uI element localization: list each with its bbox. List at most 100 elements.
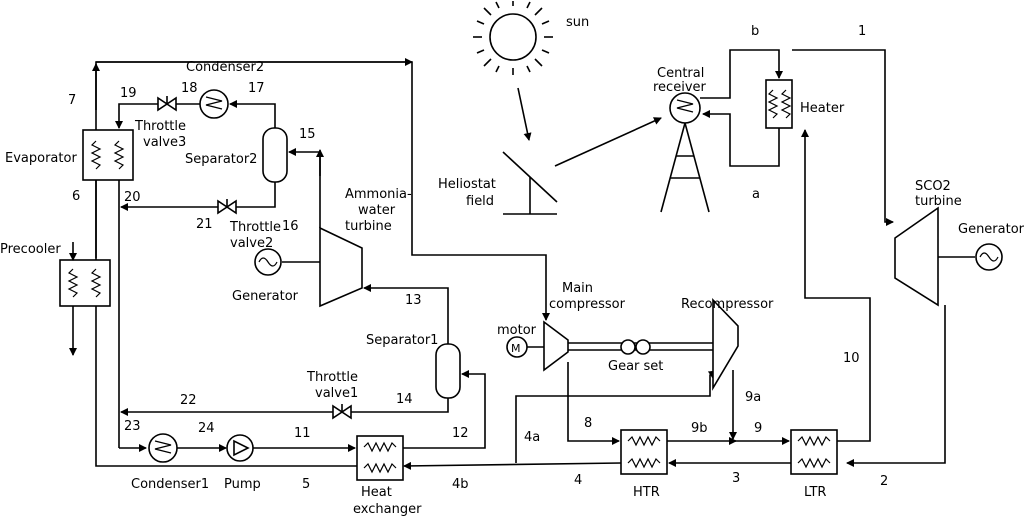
flow-8 (567, 362, 620, 445)
gear-set-label: Gear set (608, 359, 663, 374)
sco2-turbine (894, 206, 939, 307)
flow-10 (801, 129, 871, 442)
main-compressor (543, 320, 569, 372)
ammonia-water-turbine (319, 226, 363, 308)
condenser2-label: Condenser2 (186, 60, 264, 75)
gear-icon (620, 339, 636, 355)
ammonia-turbine-label-1: Ammonia- (345, 187, 412, 202)
sco2-turbine-label-2: turbine (915, 194, 962, 209)
state-2: 2 (880, 474, 888, 489)
state-21: 21 (196, 217, 213, 232)
throttle-valve3-label-2: valve3 (143, 135, 186, 150)
generator-left-label: Generator (232, 289, 299, 304)
ltr-box (790, 429, 838, 475)
ltr-label: LTR (804, 485, 826, 500)
state-5: 5 (302, 477, 310, 492)
ammonia-turbine-label-3: turbine (345, 219, 392, 234)
htr-label: HTR (633, 485, 660, 500)
state-15: 15 (299, 127, 316, 142)
state-4: 4 (574, 473, 582, 488)
state-13: 13 (405, 293, 422, 308)
separator1-label: Separator1 (366, 333, 438, 348)
state-12: 12 (452, 426, 469, 441)
state-3: 3 (732, 471, 740, 486)
pump-icon (226, 434, 254, 462)
sco2-turbine-label-1: SCO2 (915, 179, 951, 194)
heliostat-label-1: Heliostat (438, 177, 496, 192)
sun-label: sun (566, 15, 589, 30)
recompressor-label: Recompressor (681, 297, 774, 312)
state-10: 10 (843, 351, 860, 366)
state-9: 9 (754, 421, 762, 436)
state-4b: 4b (452, 477, 469, 492)
state-8: 8 (584, 416, 592, 431)
state-19: 19 (120, 86, 137, 101)
throttle-valve3-icon (157, 96, 177, 112)
state-18: 18 (181, 81, 198, 96)
evaporator-label: Evaporator (5, 151, 77, 166)
throttle-valve2-icon (217, 199, 237, 215)
state-16: 16 (282, 219, 299, 234)
throttle-valve2-label-2: valve2 (230, 236, 273, 251)
recompressor (712, 298, 739, 391)
state-24: 24 (198, 421, 215, 436)
condenser1-label: Condenser1 (131, 477, 209, 492)
state-4a: 4a (524, 430, 540, 445)
state-a: a (752, 187, 760, 202)
reflected-ray (554, 117, 662, 167)
sun-ray (517, 87, 532, 141)
state-7: 7 (68, 93, 76, 108)
separator1-tank (435, 343, 461, 399)
central-receiver-label-1: Central (657, 66, 704, 81)
throttle-valve1-label-2: valve1 (315, 386, 358, 401)
sun-icon (473, 1, 553, 75)
state-14: 14 (396, 392, 413, 407)
main-compressor-label-2: compressor (549, 297, 626, 312)
state-b: b (751, 24, 759, 39)
motor-label: motor (497, 323, 537, 338)
generator-right-icon (975, 243, 1003, 271)
state-6: 6 (72, 189, 80, 204)
heat-exchanger-label-2: exchanger (353, 502, 422, 517)
evaporator-box (82, 129, 134, 181)
condenser1-icon (148, 433, 178, 463)
flow-a (702, 110, 780, 167)
gear-icon-2 (635, 339, 651, 355)
separator2-label: Separator2 (185, 152, 257, 167)
heat-exchanger-box (356, 435, 404, 481)
central-receiver-icon (660, 92, 710, 213)
condenser2-icon (199, 89, 229, 119)
state-1: 1 (858, 24, 866, 39)
state-20: 20 (124, 190, 141, 205)
central-receiver-label-2: receiver (653, 80, 707, 95)
flow-14 (351, 398, 449, 413)
throttle-valve1-icon (332, 404, 352, 420)
throttle-valve3-label-1: Throttle (134, 119, 186, 134)
motor-icon: M (506, 336, 528, 358)
precooler-label: Precooler (0, 242, 61, 257)
heater-label: Heater (800, 101, 845, 116)
flow-4a (515, 370, 717, 463)
throttle-valve1-label-1: Throttle (306, 370, 358, 385)
flow-4 (403, 461, 622, 470)
generator-right-label: Generator (958, 222, 1024, 237)
precooler-box (59, 259, 111, 307)
flow-2 (846, 305, 946, 467)
flow-17 (229, 100, 276, 128)
state-17: 17 (248, 81, 265, 96)
heliostat-label-2: field (466, 194, 494, 209)
heliostat-icon (502, 151, 558, 215)
state-23: 23 (124, 419, 141, 434)
heater-box (765, 79, 793, 129)
generator-left-icon (254, 248, 282, 276)
svg-text:M: M (511, 342, 521, 355)
flow-16 (236, 182, 276, 208)
throttle-valve2-label-1: Throttle (229, 220, 281, 235)
state-22: 22 (180, 393, 197, 408)
flow-15 (288, 148, 321, 228)
separator2-tank (262, 127, 288, 183)
state-11: 11 (294, 426, 311, 441)
flow-1 (792, 49, 894, 226)
state-9a: 9a (745, 390, 761, 405)
